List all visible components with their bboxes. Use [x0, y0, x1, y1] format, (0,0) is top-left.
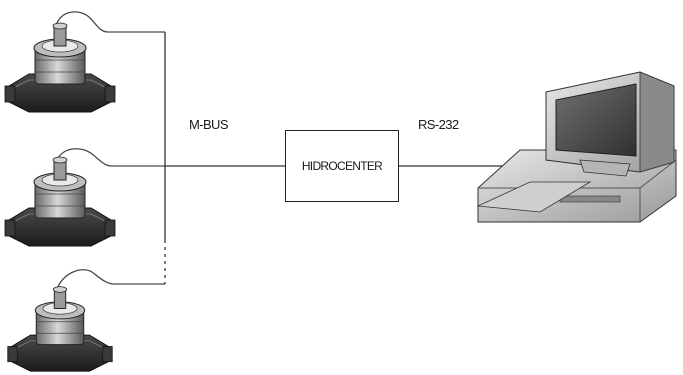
water-meter-icon	[8, 287, 113, 372]
water-meter-icon	[5, 23, 115, 112]
meter-2-cable	[56, 149, 165, 166]
desktop-computer-icon	[478, 72, 676, 222]
meter-1-cable	[56, 12, 165, 32]
water-meter-icon	[5, 157, 115, 246]
meter-3-cable	[56, 270, 165, 292]
hidrocenter-label: HIDROCENTER	[302, 159, 382, 173]
hidrocenter-box: HIDROCENTER	[285, 130, 399, 202]
rs232-label: RS-232	[418, 118, 458, 131]
mbus-label: M-BUS	[189, 118, 228, 131]
